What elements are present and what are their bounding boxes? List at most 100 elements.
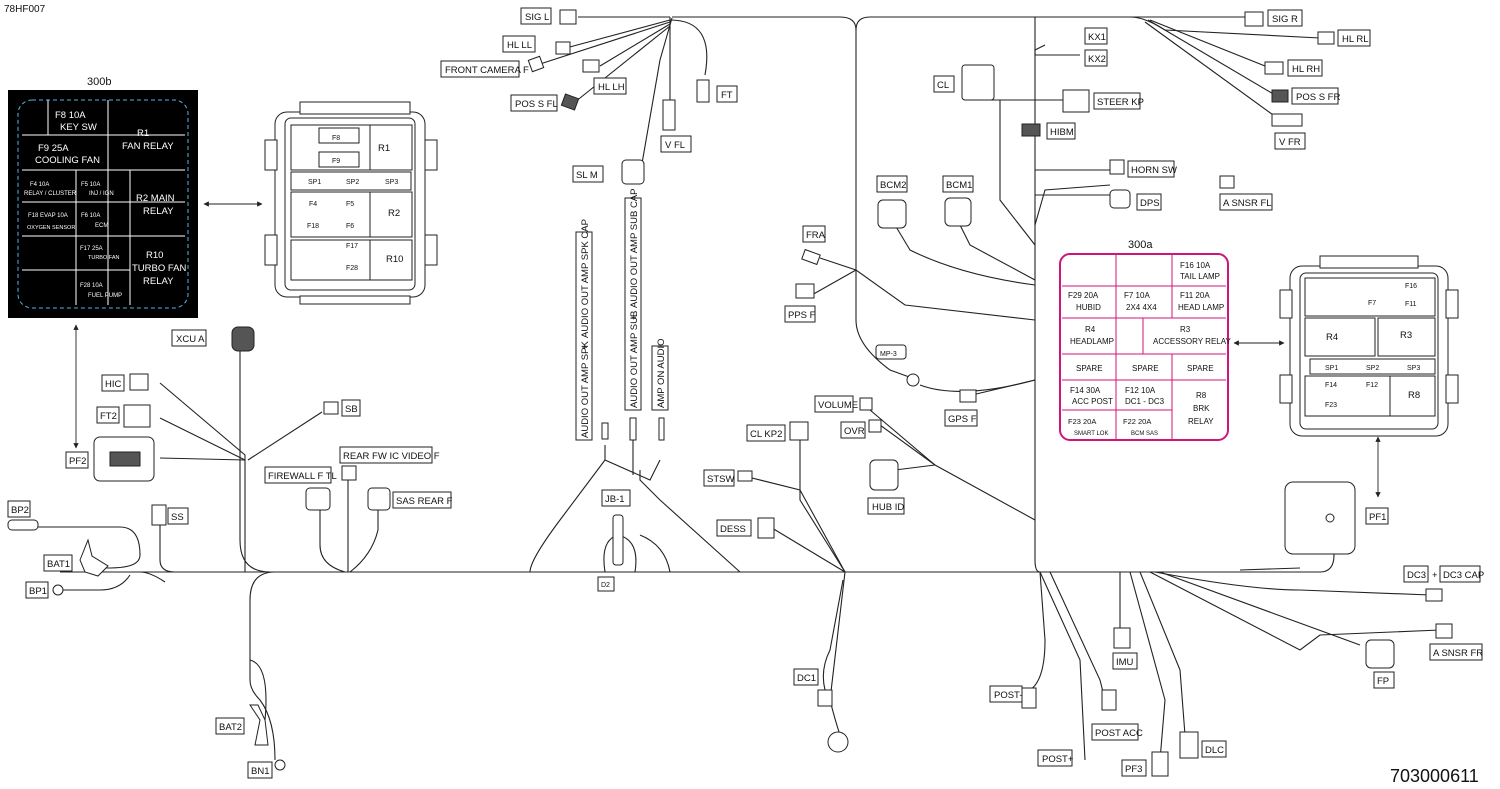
fuse-f16: F16 10A (1180, 261, 1211, 270)
fuse-spare-1: SPARE (1076, 364, 1103, 373)
fuse-f22: F22 20A (1123, 417, 1151, 426)
label-fp: FP (1377, 676, 1389, 687)
label-a-snsr-fr: A SNSR FR (1433, 648, 1483, 659)
fuse-fuel-pump: FUEL PUMP (88, 293, 122, 299)
rb300a-sp3: SP3 (1407, 365, 1420, 372)
fuse-f12: F12 10A (1125, 386, 1156, 395)
fuse-oxygen-sensor: OXYGEN SENSOR (27, 225, 75, 231)
fuse-key-sw: KEY SW (60, 122, 97, 133)
label-dps: DPS (1140, 198, 1160, 209)
label-dess: DESS (720, 524, 746, 535)
relay-r2-relay: RELAY (143, 206, 174, 217)
rb300b-f18: F18 (307, 223, 319, 230)
label-hl-lh: HL LH (598, 82, 625, 93)
label-sas-rear-f: SAS REAR F (396, 496, 453, 507)
fuse-f18: F18 EVAP 10A (28, 213, 68, 219)
relay-brk: BRK (1193, 404, 1210, 413)
label-pps-f: PPS F (788, 310, 816, 321)
relay-r3: R3 (1180, 325, 1191, 334)
label-gps-f: GPS F (948, 414, 977, 425)
label-bat1: BAT1 (47, 559, 70, 570)
label-kx1: KX1 (1088, 32, 1106, 43)
rb300b-f6: F6 (346, 223, 354, 230)
label-audio-sub-cap: AUDIO OUT AMP SUB CAP (629, 189, 640, 308)
connector-labels: SIG L HL LL FRONT CAMERA F HL LH POS S F… (7, 7, 1484, 779)
label-ovr: OVR (844, 426, 865, 437)
relay-r8: R8 (1196, 391, 1207, 400)
label-bp1: BP1 (29, 586, 47, 597)
fuse-f8: F8 10A (55, 110, 86, 121)
rb300b-f5: F5 (346, 201, 354, 208)
fuse-spare-3: SPARE (1187, 364, 1214, 373)
rb300b-f8: F8 (332, 135, 340, 142)
fuse-ecm: ECM (95, 223, 108, 229)
label-amp-on-audio: AMP ON AUDIO (656, 338, 667, 408)
rb300a-r8: R8 (1408, 390, 1420, 401)
fuse-f6: F6 10A (81, 213, 100, 219)
fuse-turbo-fan: TURBO FAN (88, 255, 120, 261)
fuse-relay-cluster: RELAY / CLUSTER (24, 191, 77, 197)
label-hic: HIC (105, 379, 122, 390)
fuse-tail-lamp: TAIL LAMP (1180, 272, 1220, 281)
label-pf1: PF1 (1369, 512, 1386, 523)
label-hibm: HIBM (1050, 127, 1074, 138)
fuse-f28: F28 10A (80, 283, 103, 289)
fuse-f14: F14 30A (1070, 386, 1101, 395)
fuse-f23: F23 20A (1068, 417, 1096, 426)
label-dc3-cap: DC3 CAP (1443, 570, 1484, 581)
fuse-box-300b-title: 300b (87, 76, 111, 88)
relay-headlamp: HEADLAMP (1070, 337, 1114, 346)
label-sl-m: SL M (576, 170, 598, 181)
label-stsw: STSW (707, 474, 734, 485)
fuse-f4: F4 10A (30, 182, 49, 188)
rb300b-sp2: SP2 (346, 179, 359, 186)
label-audio-plus-2: + (629, 314, 640, 320)
label-dc1: DC1 (797, 673, 816, 684)
relay-turbo-fan: TURBO FAN (132, 263, 187, 274)
fuse-dc1-dc3: DC1 - DC3 (1125, 397, 1165, 406)
label-post-acc: POST ACC (1095, 728, 1143, 739)
fuse-2x4-4x4: 2X4 4X4 (1126, 303, 1157, 312)
fuse-head-lamp: HEAD LAMP (1178, 303, 1224, 312)
relay-r10: R10 (146, 250, 163, 261)
label-bcm1: BCM1 (946, 180, 972, 191)
label-hl-ll: HL LL (507, 40, 532, 51)
label-firewall-f-tl: FIREWALL F TL (268, 471, 337, 482)
fuse-spare-2: SPARE (1132, 364, 1159, 373)
relay-r2-main: R2 MAIN (136, 193, 175, 204)
label-xcu-a: XCU A (176, 334, 205, 345)
label-pos-s-fl: POS S FL (515, 99, 558, 110)
rb300a-f11: F11 (1405, 301, 1417, 308)
relay-accessory: ACCESSORY RELAY (1153, 337, 1231, 346)
label-front-camera-f: FRONT CAMERA F (445, 65, 529, 76)
label-bcm2: BCM2 (880, 180, 906, 191)
relay-r8-relay: RELAY (1188, 417, 1214, 426)
label-dc3-plus: + (1432, 570, 1438, 581)
fuse-f5: F5 10A (81, 182, 100, 188)
fuse-f29: F29 20A (1068, 291, 1099, 300)
relay-fan-relay: FAN RELAY (122, 141, 174, 152)
diagram-code: 78HF007 (4, 4, 46, 15)
label-bp2: BP2 (11, 505, 29, 516)
label-sb: SB (345, 404, 358, 415)
fuse-hubid: HUBID (1076, 303, 1101, 312)
label-horn-sw: HORN SW (1131, 165, 1177, 176)
label-pf3: PF3 (1125, 764, 1142, 775)
fuse-cooling-fan: COOLING FAN (35, 155, 100, 166)
label-v-fl: V FL (665, 140, 685, 151)
label-audio-spk-cap: AUDIO OUT AMP SPK CAP (580, 219, 591, 338)
label-sig-l: SIG L (525, 12, 549, 23)
label-fra: FRA (806, 230, 826, 241)
fuse-box-300b-legend: 300b F8 10A KEY SW F9 25A COOLING FAN R1… (8, 76, 198, 318)
fuse-f9: F9 25A (38, 143, 69, 154)
relay-r4: R4 (1085, 325, 1096, 334)
label-cl: CL (937, 80, 949, 91)
label-ss: SS (171, 512, 184, 523)
label-volume: VOLUME (818, 400, 858, 411)
label-kx2: KX2 (1088, 54, 1106, 65)
label-hl-rh: HL RH (1292, 64, 1320, 75)
rb300a-sp2: SP2 (1366, 365, 1379, 372)
label-rear-fw-ic-video-f: REAR FW IC VIDEO F (343, 451, 440, 462)
label-ft: FT (721, 90, 733, 101)
label-cl-kp2: CL KP2 (750, 429, 782, 440)
